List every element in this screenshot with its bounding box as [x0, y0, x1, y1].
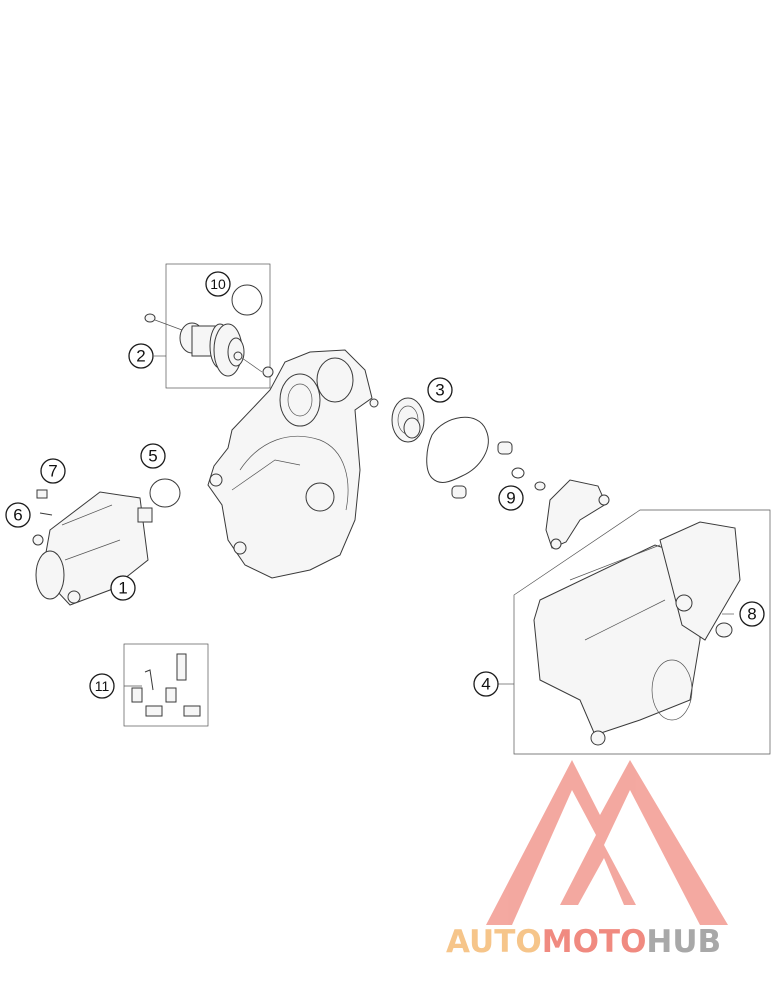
- callout-7: 7: [40, 458, 66, 484]
- o-ring-10: [231, 284, 263, 316]
- washer-9b: [534, 481, 546, 491]
- callout-2: 2: [128, 343, 154, 369]
- bearing-cover: [545, 479, 607, 549]
- washer-6: [39, 512, 53, 516]
- washer-9: [511, 467, 525, 479]
- washer-8: [715, 622, 733, 638]
- callout-3: 3: [427, 377, 453, 403]
- callout-10: 10: [205, 271, 231, 297]
- svg-text:10: 10: [210, 276, 226, 292]
- svg-text:3: 3: [435, 381, 444, 400]
- intermediate-gear-3: [391, 397, 425, 443]
- dowel-upper: [497, 441, 513, 455]
- o-ring-5: [149, 478, 181, 508]
- watermark-text: AUTOMOTOHUB: [446, 924, 721, 960]
- callout-6: 6: [5, 502, 31, 528]
- watermark-logo: [486, 760, 728, 925]
- idler-gear-2: [144, 313, 263, 377]
- svg-text:4: 4: [481, 675, 490, 694]
- callout-9: 9: [498, 485, 524, 511]
- callout-4: 4: [473, 671, 499, 697]
- svg-text:6: 6: [13, 506, 22, 525]
- carbon-brushes-11: [131, 653, 201, 717]
- outer-cover-4: [533, 521, 741, 746]
- kit-box-brushes: [123, 643, 209, 727]
- svg-text:9: 9: [506, 489, 515, 508]
- svg-text:1: 1: [118, 579, 127, 598]
- svg-text:2: 2: [136, 347, 145, 366]
- starter-side-cover: [207, 349, 379, 579]
- callout-8: 8: [739, 601, 765, 627]
- nut-7: [36, 489, 48, 499]
- svg-text:7: 7: [48, 462, 57, 481]
- callout-5: 5: [140, 443, 166, 469]
- callout-11: 11: [89, 673, 115, 699]
- svg-text:8: 8: [747, 605, 756, 624]
- callout-1: 1: [110, 575, 136, 601]
- kit-box-outer-cover: [513, 509, 771, 755]
- cover-gasket: [426, 416, 489, 483]
- svg-text:11: 11: [95, 678, 110, 694]
- kit-box-idler-gear: [165, 263, 271, 389]
- dowel-lower: [451, 485, 467, 499]
- svg-text:5: 5: [148, 447, 157, 466]
